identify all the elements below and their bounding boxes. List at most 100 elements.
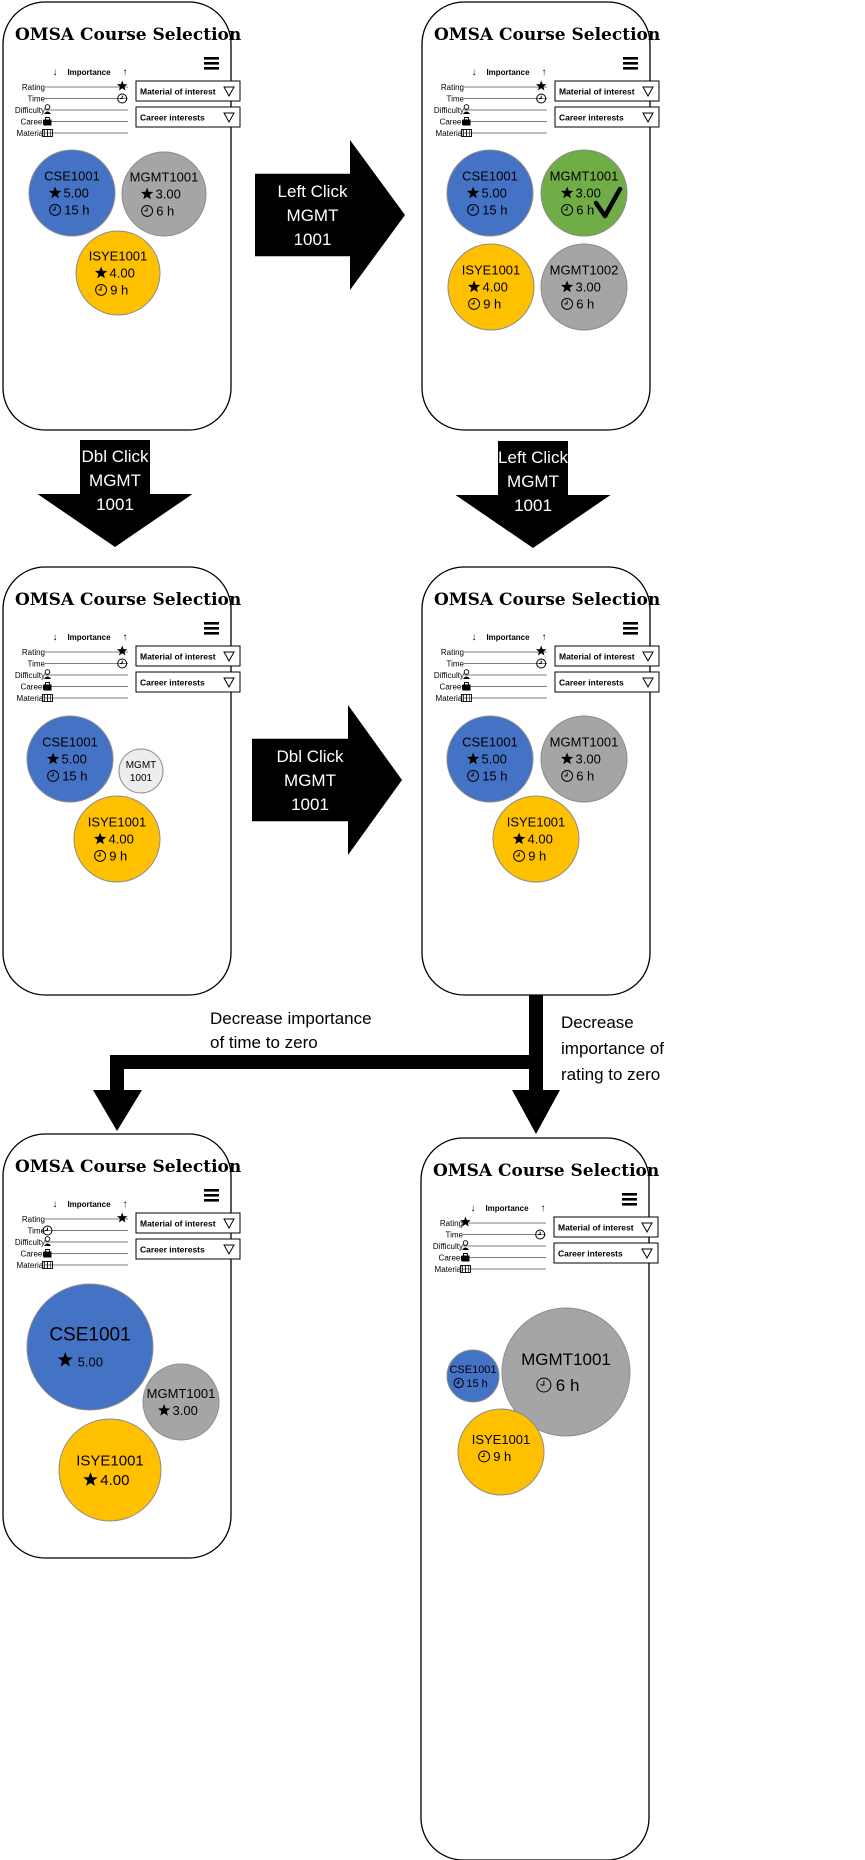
slider-label: Material xyxy=(436,694,465,703)
dropdown-material[interactable]: Material of interest xyxy=(135,80,241,102)
dropdown-material[interactable]: Material of interest xyxy=(135,1212,241,1234)
arrow-right-down xyxy=(512,1062,560,1134)
dropdown-career[interactable]: Career interests xyxy=(135,1238,241,1260)
triangle-down-icon xyxy=(642,112,654,124)
slider-difficulty[interactable]: Difficulty xyxy=(15,104,128,115)
slider-time[interactable]: Time xyxy=(446,1229,546,1240)
slider-difficulty[interactable]: Difficulty xyxy=(434,104,547,115)
clock-hands xyxy=(538,95,542,99)
dropdown-career[interactable]: Career interests xyxy=(554,671,660,693)
star-icon xyxy=(116,645,128,656)
importance-label: Importance xyxy=(486,68,530,77)
dropdown-material[interactable]: Material of interest xyxy=(554,80,660,102)
bubble-circle xyxy=(26,1283,154,1411)
increase-arrow-icon: ↑ xyxy=(542,67,547,78)
hamburger-menu-icon[interactable] xyxy=(623,622,638,635)
slider-difficulty[interactable]: Difficulty xyxy=(434,669,547,680)
arrow-shape xyxy=(252,705,402,855)
slider-career[interactable]: Career xyxy=(21,682,128,692)
transition-label: 1001 xyxy=(294,230,332,249)
dropdown-material[interactable]: Material of interest xyxy=(553,1216,659,1238)
slider-label: Career xyxy=(21,683,46,692)
clock-icon xyxy=(561,203,574,216)
slider-rating[interactable]: Rating xyxy=(22,1212,128,1225)
slider-material[interactable]: Material xyxy=(436,129,547,138)
slider-rating[interactable]: Rating xyxy=(441,80,547,93)
briefcase-body xyxy=(462,119,471,126)
slider-time[interactable]: Time xyxy=(28,93,128,104)
slider-difficulty[interactable]: Difficulty xyxy=(433,1240,546,1251)
slider-rating[interactable]: Rating xyxy=(22,80,128,93)
hamburger-menu-icon[interactable] xyxy=(204,57,219,70)
dropdown-material[interactable]: Material of interest xyxy=(135,645,241,667)
rating-value: 4.00 xyxy=(100,1472,129,1489)
menu-bar xyxy=(623,632,638,635)
course-code: CSE1001 xyxy=(44,169,100,184)
bubble-circle xyxy=(26,715,114,803)
person-body xyxy=(461,1247,469,1250)
slider-material[interactable]: Material xyxy=(17,129,128,138)
dropdown-box xyxy=(135,106,241,128)
slider-label: Career xyxy=(440,118,465,127)
person-head xyxy=(463,669,470,675)
slider-rating[interactable]: Rating xyxy=(441,645,547,658)
slider-career[interactable]: Career xyxy=(21,117,128,127)
slider-time[interactable]: Time xyxy=(447,93,547,104)
page-title: OMSA Course Selection xyxy=(15,25,241,45)
clock-face xyxy=(49,203,62,216)
dropdown-box xyxy=(554,80,660,102)
phone-screen-6: OMSA Course Selection↓Importance↑RatingT… xyxy=(420,1137,659,1860)
phone-screen-1: OMSA Course Selection↓Importance↑RatingT… xyxy=(2,1,241,431)
hamburger-menu-icon[interactable] xyxy=(623,57,638,70)
briefcase-body xyxy=(43,684,52,691)
slider-material[interactable]: Material xyxy=(436,694,547,703)
slider-time[interactable]: Time xyxy=(28,1225,128,1236)
dropdown-career[interactable]: Career interests xyxy=(135,671,241,693)
slider-time[interactable]: Time xyxy=(447,658,547,669)
dropdown-material[interactable]: Material of interest xyxy=(554,645,660,667)
slider-career[interactable]: Career xyxy=(440,117,547,127)
slider-rating[interactable]: Rating xyxy=(22,645,128,658)
slider-material[interactable]: Material xyxy=(17,694,128,703)
dropdown-career[interactable]: Career interests xyxy=(554,106,660,128)
slider-time[interactable]: Time xyxy=(28,658,128,669)
dropdown-career[interactable]: Career interests xyxy=(135,106,241,128)
increase-arrow-icon: ↑ xyxy=(123,67,128,78)
clock-icon xyxy=(536,658,547,669)
slider-career[interactable]: Career xyxy=(439,1253,546,1263)
hamburger-menu-icon[interactable] xyxy=(204,622,219,635)
transition-label: Decrease importance xyxy=(210,1009,372,1028)
slider-career[interactable]: Career xyxy=(440,682,547,692)
course-bubble[interactable]: MGMT1001 xyxy=(118,748,164,794)
phone-screen-4: OMSA Course Selection↓Importance↑RatingT… xyxy=(421,566,660,996)
slider-difficulty[interactable]: Difficulty xyxy=(15,1236,128,1247)
hamburger-menu-icon[interactable] xyxy=(204,1189,219,1202)
slider-rating[interactable]: Rating xyxy=(440,1216,546,1229)
hamburger-menu-icon[interactable] xyxy=(622,1193,637,1206)
slider-material[interactable]: Material xyxy=(435,1265,546,1274)
slider-difficulty[interactable]: Difficulty xyxy=(15,669,128,680)
slider-career[interactable]: Career xyxy=(21,1249,128,1259)
dropdown-career[interactable]: Career interests xyxy=(553,1242,659,1264)
clock-hands xyxy=(540,1380,545,1386)
slider-material[interactable]: Material xyxy=(17,1261,128,1270)
